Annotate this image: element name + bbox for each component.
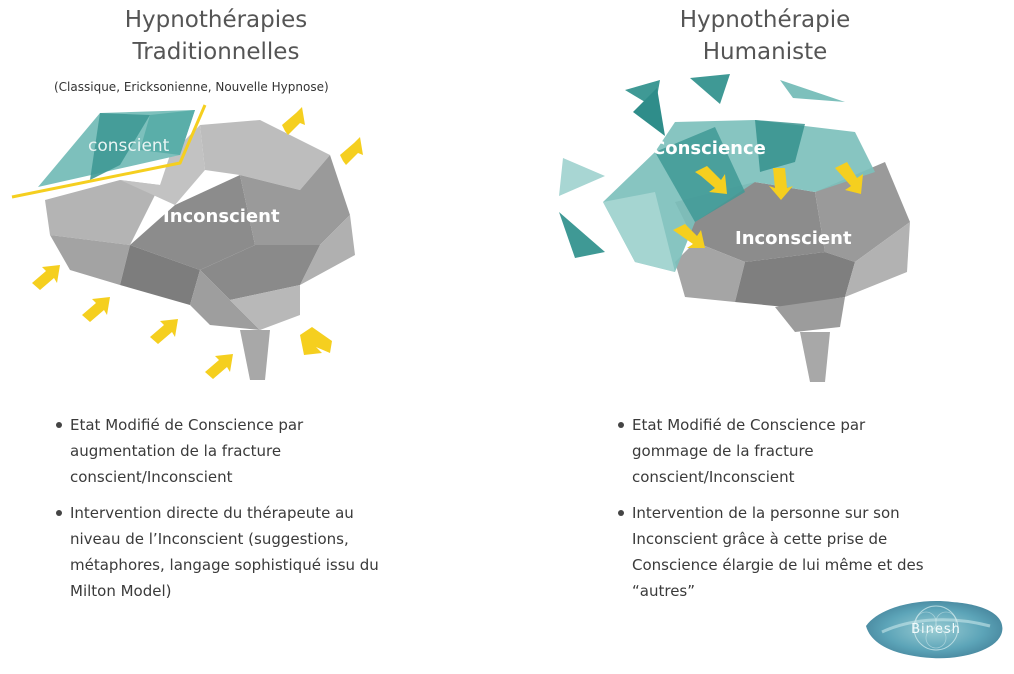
left-title: Hypnothérapies Traditionnelles xyxy=(96,4,336,68)
logo-seed-ring xyxy=(925,627,947,649)
right-conscious-label: Conscience xyxy=(652,138,766,159)
left-conscious-facet xyxy=(90,113,150,180)
arrow-icon xyxy=(150,319,178,344)
right-brain-facet xyxy=(815,162,910,262)
arrow-icon xyxy=(673,224,705,248)
logo-seed-ring xyxy=(935,611,957,633)
right-shard xyxy=(559,212,605,258)
left-brain-facet xyxy=(130,175,255,270)
left-subtitle: (Classique, Ericksonienne, Nouvelle Hypn… xyxy=(54,80,329,94)
right-brain-facet xyxy=(675,242,745,302)
left-unconscious-label: Inconscient xyxy=(163,206,280,227)
arrow-icon xyxy=(695,166,727,194)
left-brain-facet xyxy=(300,215,355,285)
left-brain-facet xyxy=(240,155,350,245)
left-fracture-line xyxy=(11,104,207,199)
right-brain-facet xyxy=(775,297,845,332)
right-shard xyxy=(559,158,605,196)
right-brain-facet xyxy=(800,332,830,382)
right-title-line1: Hypnothérapie xyxy=(679,7,851,33)
arrow-icon xyxy=(82,297,110,322)
left-bullet-item: Intervention directe du thérapeute au ni… xyxy=(56,500,386,604)
left-brain-facet xyxy=(45,180,160,245)
right-brain-facet xyxy=(845,222,910,297)
right-unconscious-label: Inconscient xyxy=(735,228,852,249)
right-shard xyxy=(780,80,845,102)
right-bullet-list: Etat Modifié de Conscience par gommage d… xyxy=(618,412,928,614)
right-shard xyxy=(633,88,665,136)
logo-text: Binesh xyxy=(911,622,961,637)
right-conscious-facet xyxy=(603,192,675,272)
left-brain-facet xyxy=(240,330,270,380)
left-title-line2: Traditionnelles xyxy=(132,39,300,65)
binesh-logo: Binesh xyxy=(866,601,1003,659)
right-title: Hypnothérapie Humaniste xyxy=(655,4,875,68)
right-arrows xyxy=(673,162,863,248)
right-brain-diagram: Conscience Inconscient xyxy=(559,74,910,382)
left-conscious-label: conscient xyxy=(88,136,170,156)
arrow-icon xyxy=(300,327,332,355)
left-conscious-facet xyxy=(140,110,195,155)
left-bullet-list: Etat Modifié de Conscience par augmentat… xyxy=(56,412,386,614)
left-brain-diagram: conscient Inconscient xyxy=(11,104,363,380)
logo-seed-ring xyxy=(913,605,959,651)
left-brain-facet xyxy=(120,125,205,205)
left-brain-facet xyxy=(200,245,320,300)
left-brain-facet xyxy=(190,270,260,330)
left-brain-facet xyxy=(200,120,330,190)
left-brain-facet xyxy=(120,245,200,305)
left-brain-facet xyxy=(50,235,130,285)
right-bullet-item: Etat Modifié de Conscience par gommage d… xyxy=(618,412,928,490)
logo-brush-stroke xyxy=(881,618,991,634)
logo-brush-shape xyxy=(866,601,1003,659)
arrow-icon xyxy=(769,168,793,200)
arrow-icon xyxy=(205,354,233,379)
arrow-icon xyxy=(282,107,305,135)
right-title-line2: Humaniste xyxy=(702,39,828,65)
left-brain-facet xyxy=(230,285,300,330)
left-title-line1: Hypnothérapies xyxy=(124,7,308,33)
arrow-icon xyxy=(32,265,60,290)
left-arrows xyxy=(32,107,363,379)
arrow-icon xyxy=(340,137,363,165)
arrow-icon xyxy=(835,162,863,194)
left-bullet-item: Etat Modifié de Conscience par augmentat… xyxy=(56,412,386,490)
right-brain-facet xyxy=(735,252,855,307)
right-shard xyxy=(690,74,730,104)
right-bullet-item: Intervention de la personne sur son Inco… xyxy=(618,500,928,604)
right-conscious-facet xyxy=(755,120,805,172)
